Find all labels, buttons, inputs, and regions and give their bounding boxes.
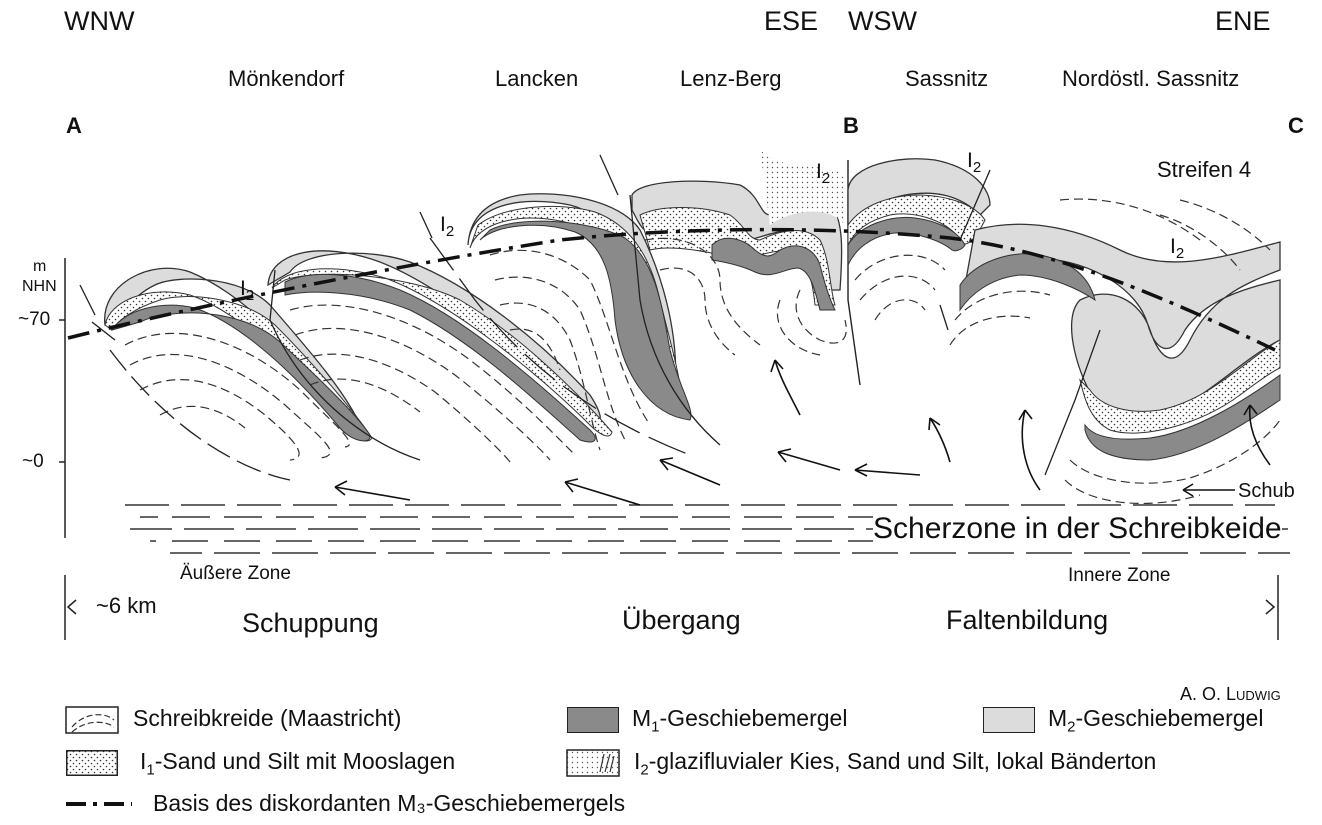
inner-zone-label: Innere Zone	[1068, 565, 1170, 587]
process-uebergang: Übergang	[622, 605, 741, 636]
process-schuppung: Schuppung	[242, 608, 379, 639]
axis-unit: m	[33, 258, 46, 276]
legend-i1-label: I1-Sand und Silt mit Mooslagen	[140, 748, 455, 779]
i2-label: I2	[967, 149, 981, 176]
i2-label: I2	[440, 213, 454, 240]
section-point-c: C	[1288, 113, 1304, 139]
legend-m2-swatch	[983, 707, 1035, 733]
i2-label: I2	[816, 160, 830, 187]
legend-m3-base-label: Basis des diskordanten M₃-Geschiebemerge…	[153, 790, 625, 817]
legend-i2-icon	[567, 750, 619, 776]
legend-chalk-label: Schreibkreide (Maastricht)	[133, 705, 401, 732]
direction-ene: ENE	[1215, 6, 1271, 37]
author-credit: A. O. Ludwig	[1180, 684, 1281, 705]
section-point-a: A	[66, 113, 82, 139]
direction-wnw: WNW	[64, 6, 134, 37]
push-label: Schub	[1238, 480, 1295, 503]
place-nordoestl-sassnitz: Nordöstl. Sassnitz	[1062, 66, 1239, 92]
axis-tick-0: ~0	[22, 451, 44, 473]
legend-m2-label: M2-Geschiebemergel	[1048, 705, 1263, 736]
process-faltenbildung: Faltenbildung	[946, 605, 1108, 636]
i2-label: I2	[1170, 235, 1184, 262]
vertical-axis	[59, 258, 65, 538]
place-lenz-berg: Lenz-Berg	[680, 66, 782, 92]
scale-label: ~6 km	[96, 593, 157, 619]
legend-chalk-icon	[66, 707, 118, 733]
fold-6	[950, 170, 1280, 503]
legend-m1-swatch	[567, 707, 619, 733]
section-point-b: B	[843, 113, 859, 139]
legend-m1-label: M1-Geschiebemergel	[632, 705, 847, 736]
place-moenkendorf: Mönkendorf	[228, 66, 344, 92]
shear-zone-label: Scherzone in der Schreibkeide	[873, 512, 1282, 546]
direction-ese: ESE	[764, 6, 818, 37]
direction-wsw: WSW	[848, 6, 917, 37]
strip-label: Streifen 4	[1157, 157, 1251, 183]
place-lancken: Lancken	[495, 66, 578, 92]
legend-i2-label: I2-glazifluvialer Kies, Sand und Silt, l…	[634, 748, 1156, 779]
outer-zone-label: Äußere Zone	[180, 563, 291, 585]
i2-label: I2	[240, 277, 254, 304]
legend-i1-swatch	[66, 750, 118, 776]
axis-datum: NHN	[22, 278, 57, 296]
place-sassnitz: Sassnitz	[905, 66, 988, 92]
axis-tick-70: ~70	[18, 309, 50, 331]
